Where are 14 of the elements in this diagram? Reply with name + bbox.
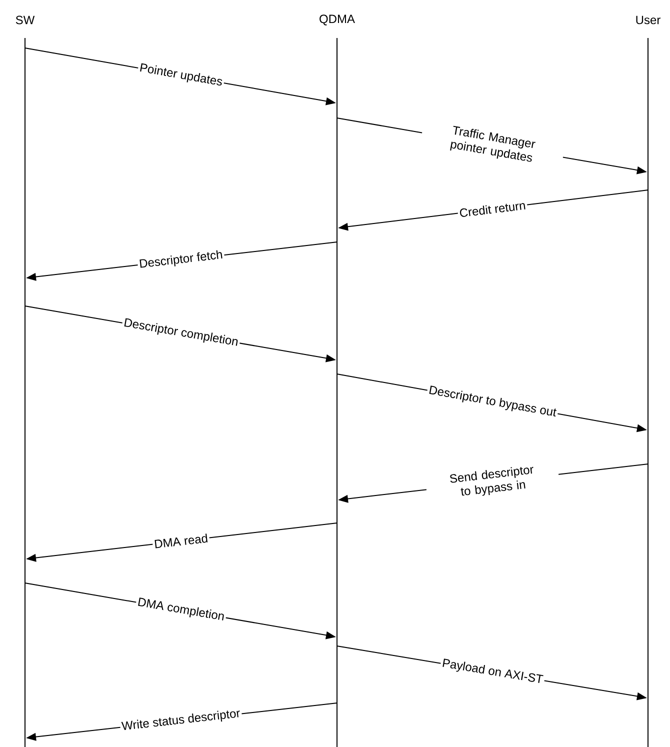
edge-label: Credit return (457, 198, 528, 220)
edge-label: Send descriptor to bypass in (424, 460, 560, 504)
edge-label: Descriptor completion (121, 316, 241, 350)
edge-label: Write status descriptor (120, 706, 242, 734)
participant-lifeline: QDMA (320, 14, 355, 747)
edge-label: Descriptor to bypass out (426, 383, 559, 421)
edge-label: Traffic Manager pointer updates (420, 118, 566, 172)
edge-label: Pointer updates (136, 60, 226, 90)
edge-label: DMA completion (134, 595, 228, 625)
participant-lifeline: SW (16, 16, 35, 747)
edge-label: Payload on AXI-ST (440, 656, 546, 688)
participant-lifeline: User (636, 16, 660, 747)
edge-label: DMA read (152, 532, 210, 550)
edge-label: Descriptor fetch (136, 248, 226, 272)
